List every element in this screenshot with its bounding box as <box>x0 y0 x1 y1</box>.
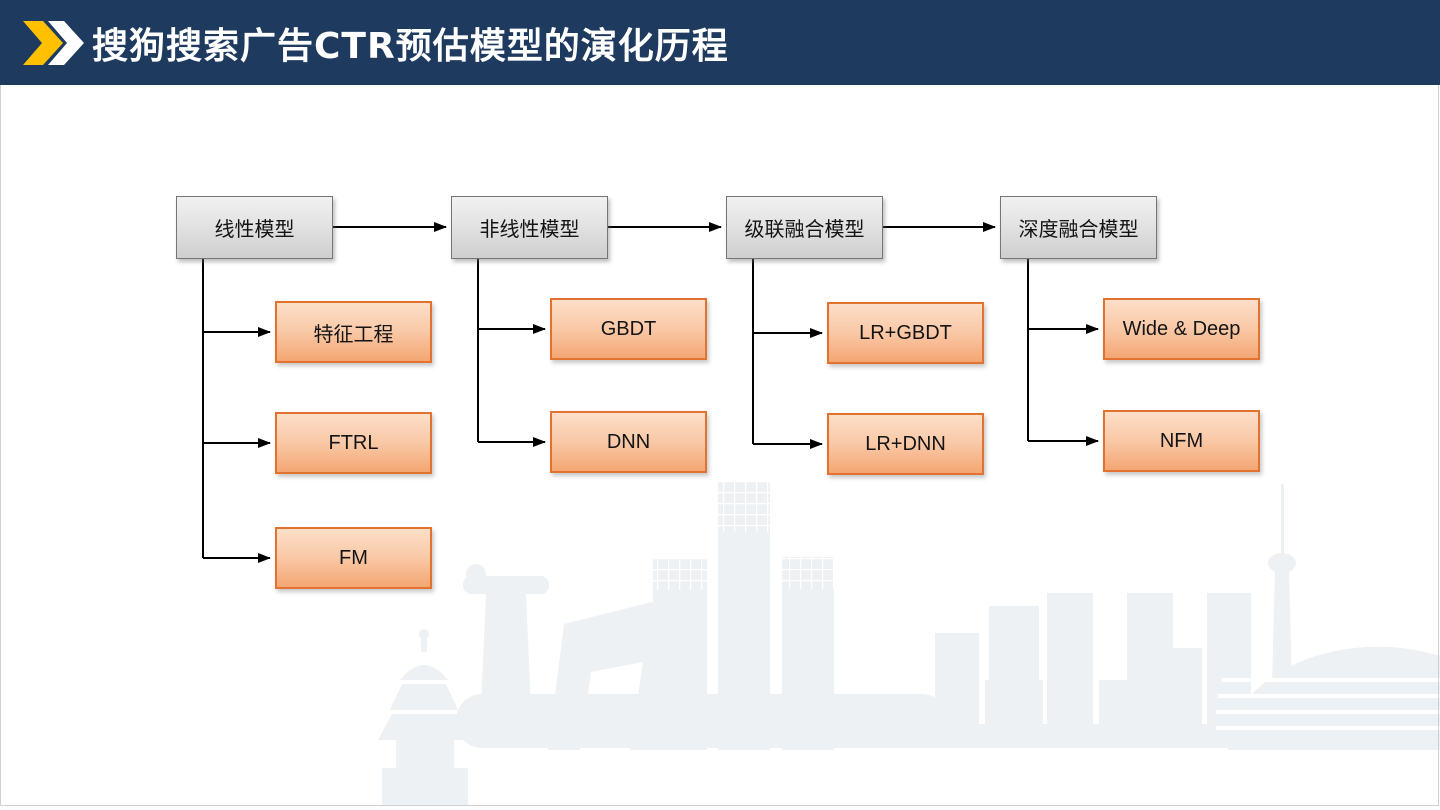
model-box-lr-gbdt: LR+GBDT <box>827 302 984 364</box>
model-box-ftrl: FTRL <box>275 412 432 474</box>
city-skyline-silhouette <box>378 482 1440 806</box>
model-box-lr-dnn: LR+DNN <box>827 413 984 475</box>
double-chevron-right-icon <box>23 21 84 65</box>
page-title: 搜狗搜索广告CTR预估模型的演化历程 <box>92 25 729 67</box>
stage-box-linear-model: 线性模型 <box>176 196 333 259</box>
model-box-feature-engineering: 特征工程 <box>275 301 432 363</box>
model-box-nfm: NFM <box>1103 410 1260 472</box>
model-box-wide-and-deep: Wide & Deep <box>1103 298 1260 360</box>
model-box-gbdt: GBDT <box>550 298 707 360</box>
stage-box-nonlinear-model: 非线性模型 <box>451 196 608 259</box>
model-box-fm: FM <box>275 527 432 589</box>
title-bar: 搜狗搜索广告CTR预估模型的演化历程 <box>0 0 1440 85</box>
model-box-dnn: DNN <box>550 411 707 473</box>
stage-box-deep-fusion-model: 深度融合模型 <box>1000 196 1157 259</box>
stage-box-cascade-fusion-model: 级联融合模型 <box>726 196 883 259</box>
